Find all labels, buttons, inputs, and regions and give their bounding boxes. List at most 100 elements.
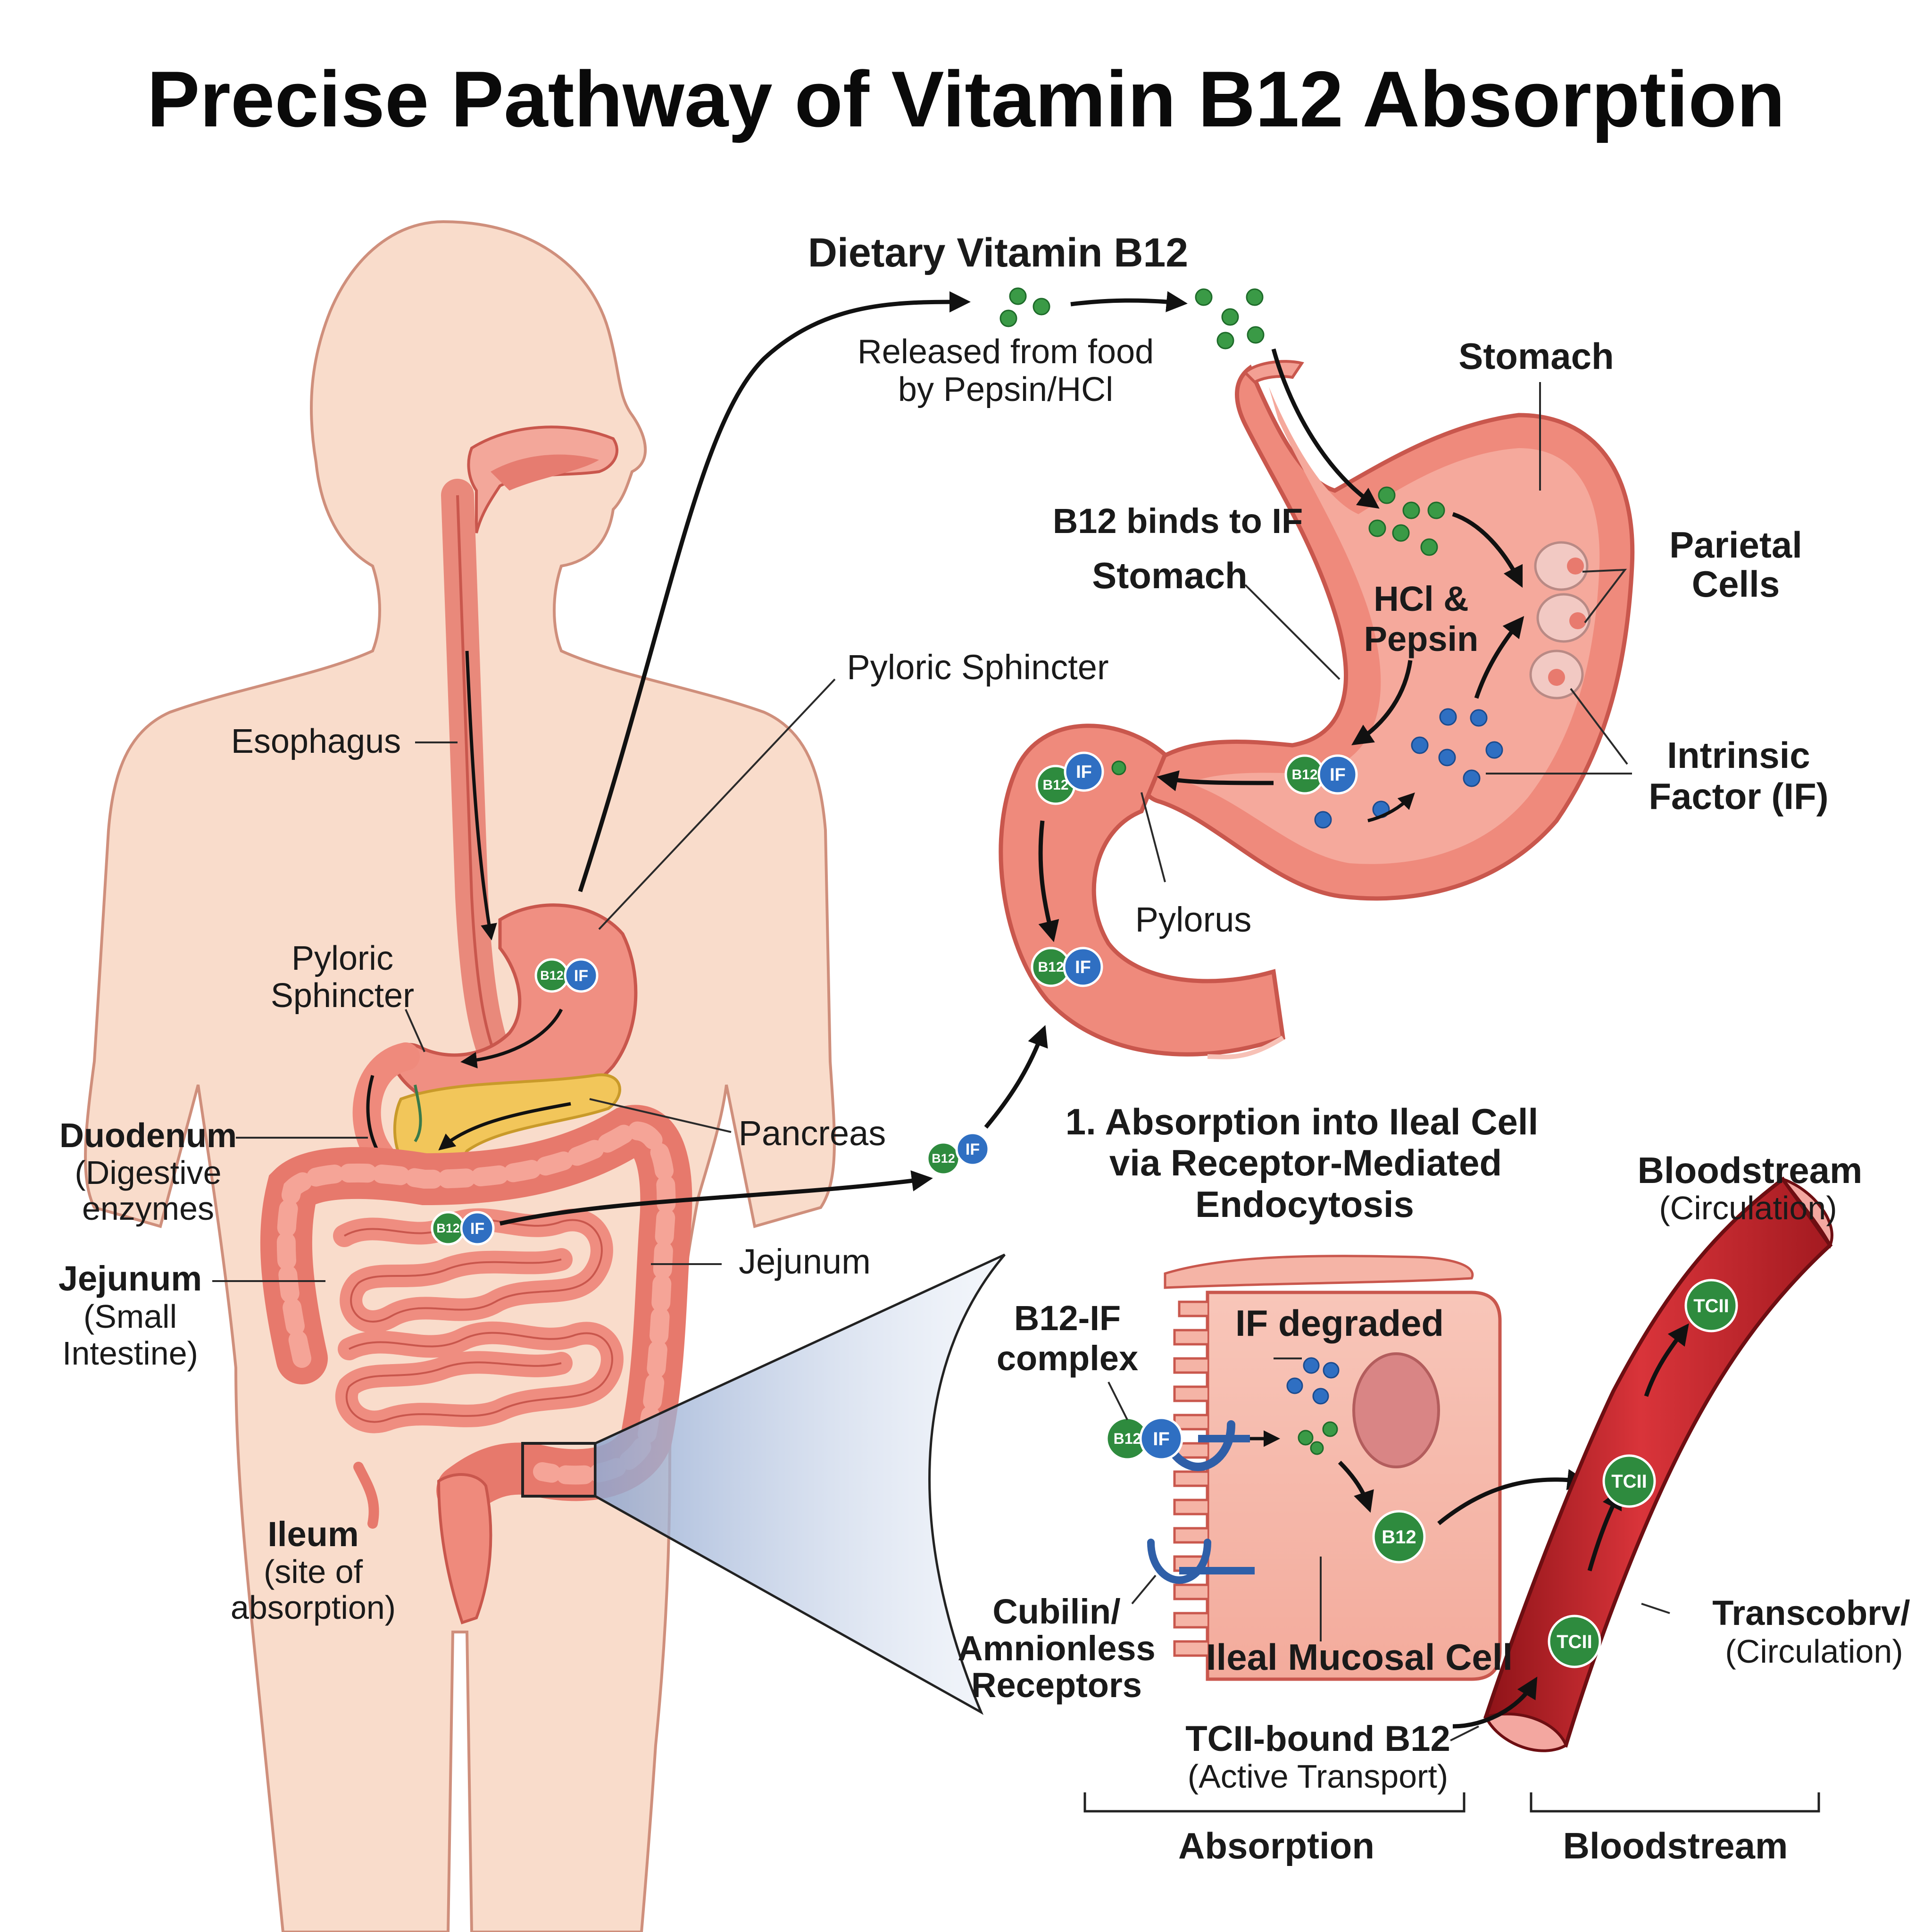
arrow-down-duodenum xyxy=(1038,820,1059,942)
arrow-to-free-b12 xyxy=(1338,1460,1374,1513)
zoom-cone xyxy=(594,1253,1006,1715)
label-bracket-absorption: Absorption xyxy=(1178,1825,1374,1866)
label-ileum-1: Ileum xyxy=(267,1515,358,1554)
label-ileum-2: (site of xyxy=(264,1553,363,1590)
label-cubilin-2: Amnionless xyxy=(958,1629,1155,1668)
svg-text:B12: B12 xyxy=(540,968,564,983)
bracket-bloodstream-shape xyxy=(1530,1792,1820,1813)
arrow-into-stomach xyxy=(1271,348,1380,509)
stomach-b12-dots xyxy=(1368,486,1445,556)
label-released-2: by Pepsin/HCl xyxy=(898,371,1113,408)
svg-text:IF: IF xyxy=(966,1141,980,1158)
label-absorption-title-2: via Receptor-Mediated xyxy=(1109,1142,1502,1183)
vessel-opening xyxy=(1483,1712,1568,1752)
chip-transit: B12 IF xyxy=(926,1132,990,1176)
label-transcob-1: Transcobrv/ xyxy=(1712,1593,1910,1632)
arrow-into-vessel xyxy=(1452,1676,1538,1729)
rectum xyxy=(437,1473,492,1624)
body-stomach-arrow xyxy=(460,1008,563,1069)
tongue xyxy=(491,454,599,491)
label-b12-binds-if: B12 binds to IF xyxy=(1053,501,1303,541)
oral-cavity xyxy=(467,425,619,533)
label-intrinsic-2: Factor (IF) xyxy=(1649,775,1828,817)
label-parietal-2: Cells xyxy=(1692,563,1780,605)
label-dietary-b12: Dietary Vitamin B12 xyxy=(808,230,1188,275)
svg-text:B12: B12 xyxy=(1291,767,1317,783)
svg-text:TCII: TCII xyxy=(1611,1471,1647,1492)
chip-tcii-low: TCII xyxy=(1548,1615,1601,1668)
svg-text:IF: IF xyxy=(1153,1429,1170,1449)
label-tcii-bound-2: (Active Transport) xyxy=(1188,1758,1448,1795)
label-duodenum-1: Duodenum xyxy=(59,1117,237,1155)
label-bracket-bloodstream: Bloodstream xyxy=(1563,1825,1788,1866)
label-cubilin-3: Receptors xyxy=(971,1666,1142,1705)
label-duodenum-2: (Digestive xyxy=(75,1154,221,1191)
pylorus-b12-dot xyxy=(1111,760,1126,775)
label-complex-2: complex xyxy=(997,1339,1138,1378)
label-hcl-2: Pepsin xyxy=(1364,619,1479,658)
label-esophagus: Esophagus xyxy=(231,723,401,760)
label-absorption-title-3: Endocytosis xyxy=(1195,1183,1414,1225)
label-cubilin-1: Cubilin/ xyxy=(992,1592,1120,1631)
svg-text:TCII: TCII xyxy=(1557,1632,1592,1652)
arrow-hcl-down xyxy=(1351,660,1413,745)
label-absorption-title-1: 1. Absorption into Ileal Cell xyxy=(1066,1101,1539,1142)
svg-text:TCII: TCII xyxy=(1693,1296,1729,1316)
chip-body-stomach: B12 IF xyxy=(534,958,599,993)
svg-text:B12: B12 xyxy=(932,1151,955,1166)
svg-text:B12: B12 xyxy=(1038,959,1064,975)
empty-receptor xyxy=(1147,1539,1211,1584)
label-jejunum-left-3: Intestine) xyxy=(62,1335,198,1372)
svg-text:B12: B12 xyxy=(1114,1430,1141,1447)
bracket-absorption-shape xyxy=(1083,1792,1466,1813)
label-jejunum-right: Jejunum xyxy=(739,1242,871,1281)
label-hcl-1: HCl & xyxy=(1374,579,1468,618)
svg-text:B12: B12 xyxy=(1042,777,1068,793)
stomach-inlet xyxy=(1243,360,1304,384)
ileal-cell-panel xyxy=(1147,1255,1589,1681)
svg-text:IF: IF xyxy=(1330,765,1346,785)
blood-vessel xyxy=(1452,1176,1833,1752)
label-if-degraded: IF degraded xyxy=(1235,1302,1444,1344)
label-pylorus: Pylorus xyxy=(1135,900,1252,939)
label-ileal-cell: Ileal Mucosal Cell xyxy=(1206,1636,1513,1678)
arrow-transit-to-duodenum xyxy=(984,1025,1048,1129)
svg-text:B12: B12 xyxy=(436,1221,460,1235)
label-stomach-top: Stomach xyxy=(1458,335,1614,377)
label-pyloric-1: Pyloric xyxy=(291,940,393,977)
arrow-to-bloodstream xyxy=(1437,1469,1589,1525)
top-villi xyxy=(1164,1255,1474,1289)
dietary-b12-dots xyxy=(999,287,1265,350)
svg-text:B12: B12 xyxy=(1382,1527,1416,1548)
arrow-body-to-dietary xyxy=(578,291,971,892)
chip-stomach-complex: B12 IF xyxy=(1284,754,1358,795)
label-ileum-3: absorption) xyxy=(231,1589,396,1626)
label-jejunum-left-2: (Small xyxy=(83,1298,177,1335)
chip-tcii-high: TCII xyxy=(1684,1279,1738,1332)
chip-pylorus: B12 IF xyxy=(1035,751,1104,805)
label-complex-1: B12-IF xyxy=(1014,1299,1121,1338)
label-duodenum-3: enzymes xyxy=(82,1190,214,1227)
chip-tcii-mid: TCII xyxy=(1602,1454,1656,1508)
label-intrinsic-1: Intrinsic xyxy=(1667,734,1810,776)
intrinsic-factor-dots xyxy=(1314,708,1503,829)
label-jejunum-left-1: Jejunum xyxy=(58,1259,202,1298)
detailed-stomach xyxy=(999,348,1635,1059)
chip-free-b12: B12 xyxy=(1372,1510,1426,1564)
appendix xyxy=(353,1462,379,1529)
arrow-dietary-release xyxy=(1070,291,1188,313)
svg-text:IF: IF xyxy=(470,1220,484,1238)
svg-text:IF: IF xyxy=(1076,762,1092,782)
ileal-cell-body xyxy=(1206,1291,1502,1681)
page-title: Precise Pathway of Vitamin B12 Absorptio… xyxy=(147,55,1785,143)
svg-text:IF: IF xyxy=(1075,958,1091,977)
human-body-figure xyxy=(84,220,836,1932)
text-labels: Dietary Vitamin B12 Released from food b… xyxy=(58,230,1910,1866)
arrow-complex-to-pylorus xyxy=(1157,770,1274,791)
label-parietal-1: Parietal xyxy=(1669,524,1802,566)
label-stomach-mid: Stomach xyxy=(1092,555,1247,596)
esophagus-arrow xyxy=(465,650,497,941)
label-pyloric-2: Sphincter xyxy=(271,977,414,1015)
parietal-cells xyxy=(1529,541,1591,700)
chip-duodenum: B12 IF xyxy=(1031,947,1103,987)
